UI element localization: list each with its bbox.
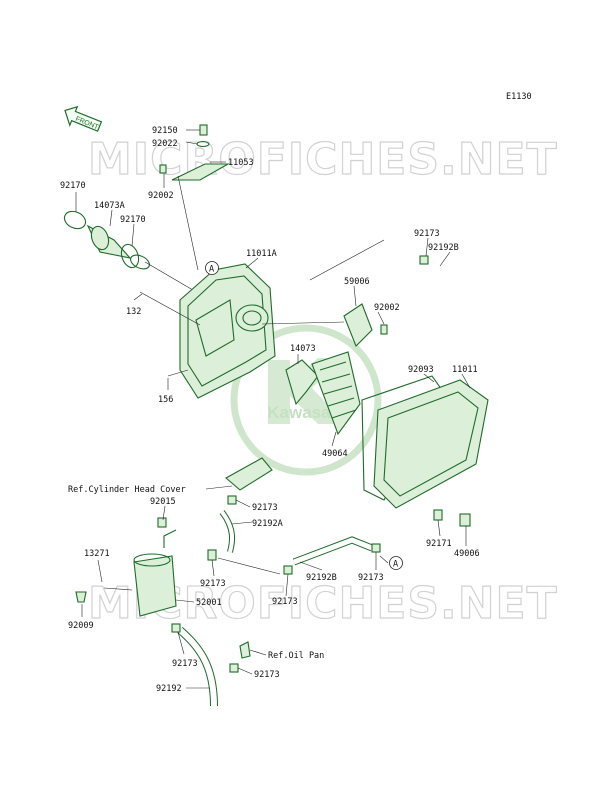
label-49064: 49064	[322, 449, 348, 459]
air-filter-element	[261, 303, 388, 436]
label-59006: 59006	[344, 277, 370, 287]
intake-duct	[63, 210, 211, 301]
label-ref-cylinder-head-cover: Ref.Cylinder Head Cover	[68, 485, 186, 495]
hose-92192	[171, 623, 251, 707]
housing-11011a	[139, 263, 276, 399]
label-49006: 49006	[454, 549, 480, 559]
label-92173-cyl: 92173	[252, 503, 278, 513]
ref-a-bottom-label: A	[393, 560, 398, 570]
label-92002-top: 92002	[148, 191, 174, 201]
label-92015: 92015	[150, 497, 176, 507]
label-92171: 92171	[426, 539, 452, 549]
label-92192b-mid: 92192B	[306, 573, 337, 583]
hose-92192b-top	[419, 255, 450, 341]
hose-92192b-mid	[217, 536, 381, 575]
label-11011: 11011	[452, 365, 478, 375]
label-92022: 92022	[152, 139, 178, 149]
label-92173-top: 92173	[414, 229, 440, 239]
label-92192a: 92192A	[252, 519, 283, 529]
label-132: 132	[126, 307, 141, 317]
label-92173-oilpan: 92173	[254, 670, 280, 680]
label-92002-mid: 92002	[374, 303, 400, 313]
part-labels: 92150 92022 11053 92002 92170 14073A 921…	[60, 126, 480, 694]
breather-52001	[75, 517, 217, 617]
hose-92192a	[219, 510, 236, 553]
label-11011a: 11011A	[246, 249, 277, 259]
label-92173-lower: 92173	[172, 659, 198, 669]
watermark-top: MICROFICHES.NET	[88, 134, 558, 185]
cylinder-head-fitting	[225, 457, 273, 505]
label-92173-right: 92173	[358, 573, 384, 583]
label-92192: 92192	[156, 684, 182, 694]
label-92009: 92009	[68, 621, 94, 631]
label-92192b-top: 92192B	[428, 243, 459, 253]
label-92093: 92093	[408, 365, 434, 375]
label-92150: 92150	[152, 126, 178, 136]
label-92170-left: 92170	[60, 181, 86, 191]
logo-text: Kawasaki	[267, 403, 345, 422]
ref-a-top: A	[205, 261, 219, 275]
label-ref-oil-pan: Ref.Oil Pan	[268, 651, 324, 661]
label-156: 156	[158, 395, 173, 405]
label-11053: 11053	[228, 158, 254, 168]
ref-a-bottom: A	[389, 556, 403, 570]
label-92173-breather: 92173	[200, 579, 226, 589]
ref-a-top-label: A	[209, 265, 214, 275]
label-52001: 52001	[196, 598, 222, 608]
label-13271: 13271	[84, 549, 110, 559]
air-cleaner-cover	[309, 239, 489, 527]
front-arrow-icon: FRONT	[64, 105, 103, 132]
label-14073a: 14073A	[94, 201, 125, 211]
leader-lines	[75, 129, 471, 689]
label-92173-center: 92173	[272, 597, 298, 607]
label-92170-right: 92170	[120, 215, 146, 225]
diagram-code: E1130	[506, 92, 532, 102]
label-14073: 14073	[290, 344, 316, 354]
